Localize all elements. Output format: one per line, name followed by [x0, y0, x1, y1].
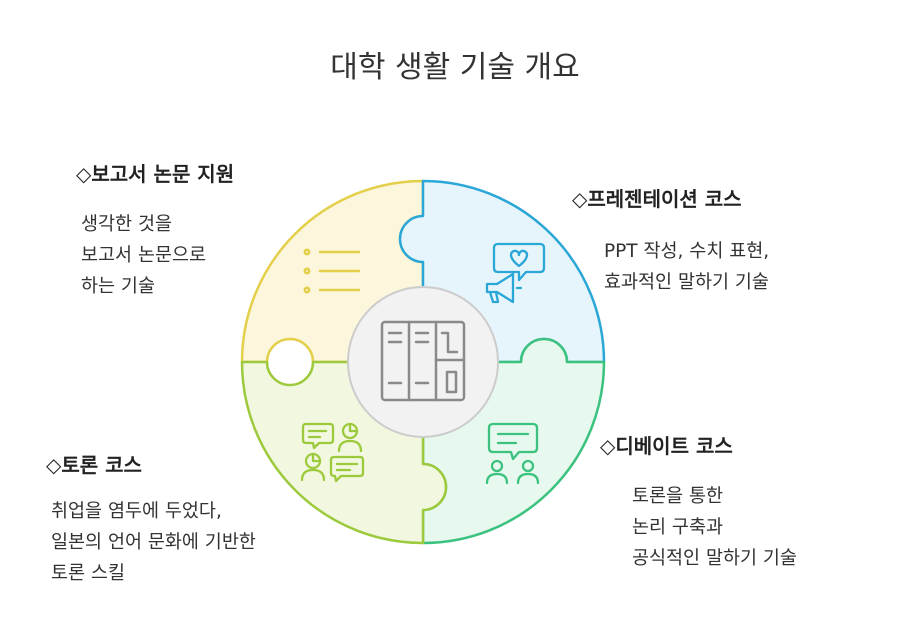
section-presentation: ◇프레젠테이션 코스 PPT 작성, 수치 표현, 효과적인 말하기 기술	[572, 183, 769, 298]
section-discussion-line: 일본의 언어 문화에 기반한	[51, 532, 256, 553]
section-discussion-heading: ◇토론 코스	[46, 453, 142, 477]
center-circle	[347, 286, 499, 438]
section-discussion-line: 취업을 염두에 두었다,	[51, 501, 222, 522]
section-discussion: ◇토론 코스 취업을 염두에 두었다, 일본의 언어 문화에 기반한 토론 스킬	[46, 449, 256, 589]
group-discussion-icon	[300, 422, 365, 483]
section-debate: ◇디베이트 코스 토론을 통한 논리 구축과 공식적인 말하기 기술	[600, 430, 797, 574]
section-debate-line: 토론을 통한	[632, 486, 723, 507]
section-presentation-line: 효과적인 말하기 기술	[604, 272, 769, 293]
section-report-heading: ◇보고서 논문 지원	[76, 162, 235, 186]
section-debate-line: 논리 구축과	[632, 517, 723, 538]
list-icon	[303, 248, 361, 294]
section-presentation-line: PPT 작성, 수치 표현,	[604, 241, 770, 262]
page-title: 대학 생활 기술 개요	[330, 50, 580, 85]
section-presentation-description: PPT 작성, 수치 표현, 효과적인 말하기 기술	[604, 236, 769, 298]
people-chat-icon	[485, 422, 540, 485]
bookshelf-icon	[380, 320, 466, 402]
section-report: ◇보고서 논문 지원 생각한 것을 보고서 논문으로 하는 기술	[76, 158, 234, 302]
megaphone-heart-icon	[485, 242, 546, 304]
section-report-line: 보고서 논문으로	[81, 245, 207, 266]
section-discussion-description: 취업을 염두에 두었다, 일본의 언어 문화에 기반한 토론 스킬	[51, 496, 256, 589]
section-report-line: 하는 기술	[81, 276, 155, 297]
section-debate-description: 토론을 통한 논리 구축과 공식적인 말하기 기술	[632, 481, 797, 574]
section-presentation-heading: ◇프레젠테이션 코스	[572, 187, 742, 211]
section-debate-line: 공식적인 말하기 기술	[632, 548, 797, 569]
section-report-line: 생각한 것을	[81, 214, 172, 235]
section-debate-heading: ◇디베이트 코스	[600, 434, 733, 458]
section-report-description: 생각한 것을 보고서 논문으로 하는 기술	[81, 209, 234, 302]
section-discussion-line: 토론 스킬	[51, 563, 125, 584]
